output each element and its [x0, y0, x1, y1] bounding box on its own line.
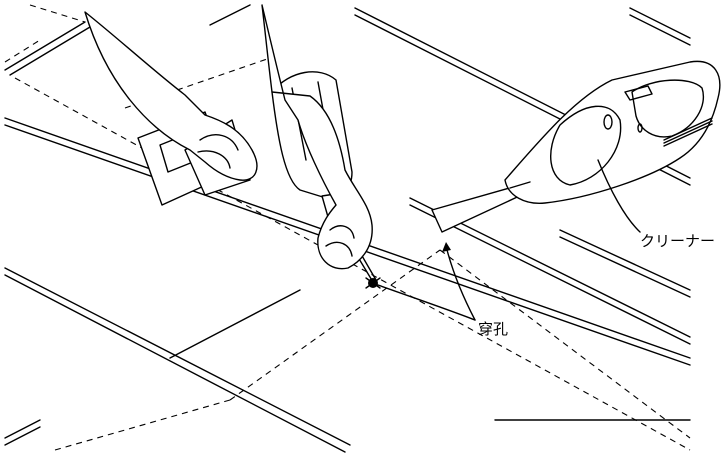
- left-hand-fingers: [325, 225, 355, 257]
- floor-board-seams: [4, 4, 691, 453]
- right-hand-fingers: [197, 134, 239, 169]
- hole-mark: [365, 277, 381, 289]
- leader-lines: [377, 159, 641, 321]
- vacuum-nozzle-tip: [509, 181, 531, 189]
- vacuum-button: [624, 85, 653, 101]
- vacuum-panel: [550, 105, 622, 186]
- hole-leader-b: [445, 245, 476, 321]
- drilled-hole: [365, 277, 381, 289]
- vacuum-switch: [637, 123, 643, 133]
- vacuum-indicator: [603, 114, 613, 130]
- seam-3: [4, 267, 351, 453]
- right-hand: [84, 11, 258, 181]
- seam-9: [209, 4, 251, 26]
- vacuum-cleaner: [431, 60, 721, 233]
- cleaner-leader: [597, 159, 641, 233]
- seam-7: [629, 7, 691, 46]
- seam-1: [4, 21, 91, 76]
- cleaner-label: クリーナー: [640, 232, 715, 250]
- seam-6: [559, 229, 691, 298]
- vacuum-handle-opening: [631, 79, 704, 138]
- vacuum-vents: [663, 117, 713, 147]
- hands: [84, 4, 373, 270]
- left-hand: [261, 4, 373, 270]
- seam-8: [4, 419, 41, 446]
- hole-leader-a: [377, 284, 476, 321]
- drilled-hole-label: 穿孔: [478, 320, 508, 338]
- board-end-joint: [169, 289, 301, 359]
- arrow-head: [442, 242, 451, 252]
